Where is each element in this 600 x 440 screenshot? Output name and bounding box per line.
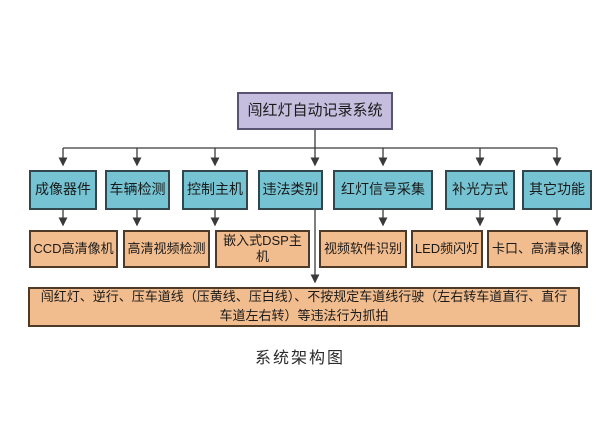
node-led-strobe-light: LED频闪灯 <box>411 230 483 268</box>
node-hd-video-detection: 高清视频检测 <box>123 230 210 268</box>
violation-description-line2: 车道左右转）等违法行为抓拍 <box>219 308 389 323</box>
node-violation-type: 违法类别 <box>258 170 323 210</box>
violation-description-line1: 闯红灯、逆行、压车道线（压黄线、压白线）、不按规定车道线行驶（左右转车道直行、直… <box>40 289 568 305</box>
diagram-caption: 系统架构图 <box>254 350 345 367</box>
node-red-light-signal-collection: 红灯信号采集 <box>333 170 433 210</box>
node-checkpoint-hd-recording: 卡口、高清录像 <box>487 230 588 268</box>
node-fill-light-method: 补光方式 <box>445 170 515 210</box>
node-ccd-hd-camera: CCD高清像机 <box>29 230 118 268</box>
node-root-system: 闯红灯自动记录系统 <box>237 92 393 130</box>
node-violation-capture-description: 闯红灯、逆行、压车道线（压黄线、压白线）、不按规定车道线行驶（左右转车道直行、直… <box>28 287 580 327</box>
node-vehicle-detection: 车辆检测 <box>105 170 170 210</box>
node-video-software-recognition: 视频软件识别 <box>319 230 407 268</box>
node-imaging-components: 成像器件 <box>29 170 97 210</box>
node-other-functions: 其它功能 <box>522 170 592 210</box>
node-control-host: 控制主机 <box>182 170 248 210</box>
node-embedded-dsp-host: 嵌入式DSP主机 <box>215 230 310 268</box>
